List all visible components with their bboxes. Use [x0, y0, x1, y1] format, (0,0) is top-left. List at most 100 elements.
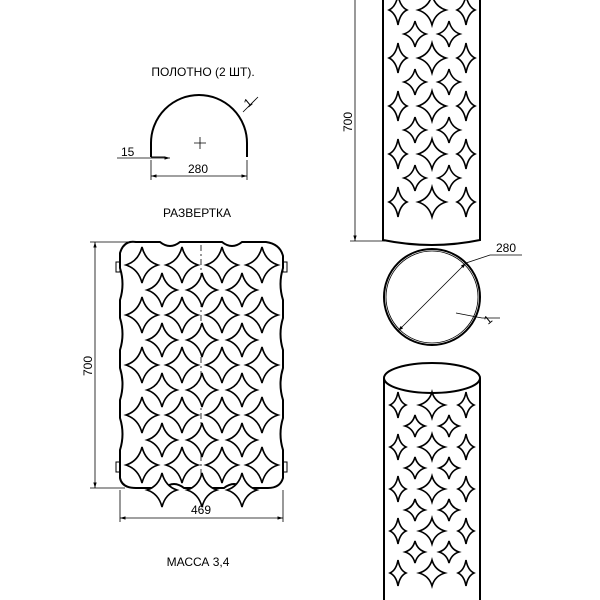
star-cutout [224, 322, 260, 358]
unfold-tabs [115, 261, 288, 473]
star-cutout [455, 138, 477, 170]
star-cutout [387, 138, 409, 170]
ring-circle [383, 248, 481, 346]
star-cutout [144, 422, 180, 458]
star-cutout [387, 90, 409, 122]
star-cutout [123, 446, 161, 484]
star-cutout [387, 42, 409, 74]
star-cutout [415, 183, 449, 221]
star-cutout [402, 456, 428, 480]
star-cutout [203, 346, 241, 384]
tube-perspective-view [383, 362, 481, 600]
tube-view: 700 [341, 0, 481, 246]
star-cutout [123, 396, 161, 434]
star-cutout [388, 517, 408, 545]
sheet-arc [150, 94, 248, 157]
unfold-width-label: 469 [191, 503, 211, 517]
star-cutout [388, 559, 408, 587]
star-cutout [203, 246, 241, 284]
star-cutout [456, 433, 476, 461]
star-cutout [144, 322, 180, 358]
sheet-width-label: 280 [188, 162, 208, 176]
star-cutout [224, 422, 260, 458]
star-cutout [401, 20, 429, 48]
star-cutout [415, 135, 449, 173]
star-cutout [402, 498, 428, 522]
star-cutout [402, 414, 428, 438]
star-cutout [144, 372, 180, 408]
star-cutout [455, 186, 477, 218]
star-cutout [415, 39, 449, 77]
star-cutout [401, 116, 429, 144]
star-cutout [416, 515, 448, 547]
star-cutout [144, 472, 180, 508]
star-cutout [456, 559, 476, 587]
ring-diameter-label: 280 [496, 241, 516, 255]
tube-perspective-star-pattern [388, 389, 476, 589]
star-cutout [455, 0, 477, 26]
star-cutout [436, 456, 462, 480]
star-cutout [123, 246, 161, 284]
star-cutout [203, 396, 241, 434]
star-cutout [455, 90, 477, 122]
star-cutout [224, 272, 260, 308]
ring-diameter-dim [397, 262, 467, 332]
star-cutout [388, 391, 408, 419]
star-cutout [402, 540, 428, 564]
star-cutout [416, 557, 448, 589]
sheet-title: ПОЛОТНО (2 ШТ). [151, 65, 254, 79]
center-mark [194, 137, 206, 149]
star-cutout [387, 0, 409, 26]
star-cutout [388, 475, 408, 503]
tube-height-label: 700 [341, 112, 355, 132]
star-cutout [184, 272, 220, 308]
star-cutout [163, 246, 201, 284]
sheet-flange-label: 15 [121, 145, 135, 159]
star-cutout [435, 68, 463, 96]
star-cutout [435, 116, 463, 144]
star-cutout [436, 498, 462, 522]
tube-star-pattern [387, 0, 477, 221]
thickness-leader [242, 96, 259, 113]
star-cutout [184, 472, 220, 508]
star-cutout [435, 20, 463, 48]
star-cutout [416, 473, 448, 505]
ring-view: 280 1 [383, 241, 522, 346]
tube-perspective-top [383, 362, 481, 394]
star-cutout [456, 517, 476, 545]
star-cutout [243, 346, 281, 384]
star-cutout [123, 346, 161, 384]
star-cutout [415, 0, 449, 29]
star-cutout [388, 433, 408, 461]
star-cutout [243, 296, 281, 334]
ring-thickness-label: 1 [481, 312, 495, 327]
star-cutout [224, 472, 260, 508]
star-cutout [456, 475, 476, 503]
star-cutout [203, 446, 241, 484]
star-cutout [163, 396, 201, 434]
star-cutout [436, 414, 462, 438]
tube-outline [382, 0, 481, 246]
star-cutout [456, 391, 476, 419]
star-cutout [416, 431, 448, 463]
sheet-profile-view: ПОЛОТНО (2 ШТ). 1 15 280 [117, 65, 259, 180]
star-cutout [123, 296, 161, 334]
unfold-outline [119, 240, 284, 489]
ring-diameter-leader [465, 254, 522, 264]
unfold-view: РАЗВЕРТКА 700 469 МАССА 3,4 [81, 206, 288, 569]
star-cutout [184, 422, 220, 458]
star-cutout [243, 246, 281, 284]
star-cutout [455, 42, 477, 74]
star-cutout [401, 164, 429, 192]
mass-label: МАССА 3,4 [167, 555, 230, 569]
star-cutout [163, 446, 201, 484]
unfold-title: РАЗВЕРТКА [163, 206, 231, 220]
star-cutout [163, 346, 201, 384]
star-cutout [184, 322, 220, 358]
star-cutout [243, 446, 281, 484]
star-cutout [163, 296, 201, 334]
star-cutout [144, 272, 180, 308]
star-cutout [401, 68, 429, 96]
star-cutout [243, 396, 281, 434]
